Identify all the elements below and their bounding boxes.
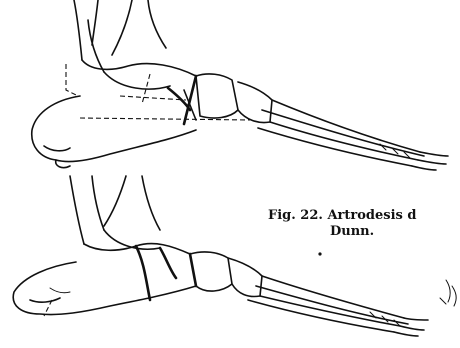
caption-dot <box>318 252 321 255</box>
figure-caption: Fig. 22. Artrodesis d Dunn. <box>268 208 460 240</box>
caption-line-1: Fig. 22. Artrodesis d <box>268 208 416 223</box>
lower-foot-drawing <box>13 176 428 336</box>
caption-line-2: Dunn. <box>268 224 460 240</box>
upper-foot-drawing <box>32 0 448 170</box>
partial-adjacent-drawing <box>440 280 456 306</box>
